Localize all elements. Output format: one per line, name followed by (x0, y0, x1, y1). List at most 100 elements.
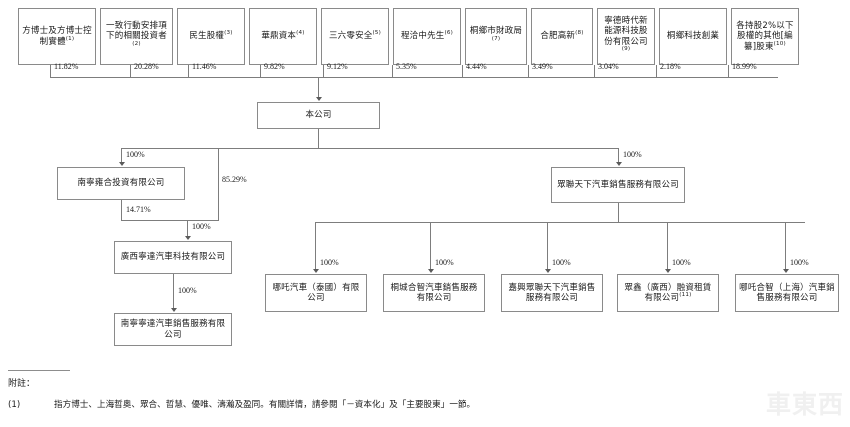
shareholder-label: 一致行動安排項下的相關投資者 (106, 20, 167, 42)
connector-holdco-down (121, 200, 122, 220)
pct-into-target: 100% (192, 222, 211, 231)
shareholder-label: 各持股2%以下股權的其他[編纂]股東 (736, 20, 794, 52)
arrow-rchild-2 (427, 269, 434, 273)
target-label: 廣西寧達汽車科技有限公司 (120, 252, 226, 263)
connector-company-to-holdco (121, 148, 122, 163)
notes-divider (8, 370, 70, 371)
connector-rchild-5 (785, 222, 786, 270)
pct-rchild-3: 100% (552, 258, 571, 267)
pct-holdco-to-target: 14.71% (126, 205, 151, 214)
arrow-rchild-5 (782, 269, 789, 273)
right-parent-box: 眾聯天下汽車銷售服務有限公司 (551, 167, 685, 203)
connector-sh-1 (50, 65, 51, 77)
pct-target-to-sub: 100% (178, 286, 197, 295)
pct-shareholder-10: 2.18% (660, 62, 681, 71)
connector-sh-2 (130, 65, 131, 77)
pct-rchild-1: 100% (320, 258, 339, 267)
connector-sh-3 (188, 65, 189, 77)
shareholder-box-11: 各持股2%以下股權的其他[編纂]股東(10) (731, 8, 799, 65)
shareholder-box-1: 方博士及方博士控制實體(1) (18, 8, 96, 65)
shareholder-box-2: 一致行動安排項下的相關投資者(2) (100, 8, 173, 65)
shareholder-label: 方博士及方博士控制實體 (22, 26, 92, 47)
shareholder-box-8: 合肥高新(8) (531, 8, 593, 65)
pct-shareholder-7: 4.44% (466, 62, 487, 71)
pct-rchild-2: 100% (435, 258, 454, 267)
target-box: 廣西寧達汽車科技有限公司 (114, 241, 232, 274)
pct-shareholder-1: 11.82% (54, 62, 79, 71)
connector-sh-4 (260, 65, 261, 77)
arrow-rchild-4 (664, 269, 671, 273)
shareholder-label: 民生股權 (189, 31, 225, 42)
pct-shareholder-8: 3.49% (532, 62, 553, 71)
connector-rparent-down (618, 203, 619, 222)
footnote-marker: (3) (224, 30, 233, 37)
footnote-marker: (10) (773, 40, 786, 47)
right-child-label: 眾鑫（廣西）融資租賃有限公司 (624, 282, 712, 303)
connector-target-to-sub (173, 274, 174, 309)
right-child-box-1: 哪吒汽車（泰國）有限公司 (265, 274, 367, 312)
connector-sh-7 (462, 65, 463, 77)
company-box: 本公司 (257, 102, 380, 129)
shareholder-label: 三六零安全 (328, 31, 373, 42)
sub-box: 南寧寧達汽車銷售服務有限公司 (114, 313, 232, 346)
pct-shareholder-4: 9.82% (264, 62, 285, 71)
pct-company-to-rparent: 100% (623, 150, 642, 159)
company-label: 本公司 (305, 110, 332, 121)
connector-sh-9 (594, 65, 595, 77)
footnote-marker: (11) (679, 292, 692, 299)
connector-to-target (187, 220, 188, 237)
shareholder-label: 華鼎資本 (261, 31, 297, 42)
connector-sh-10 (656, 65, 657, 77)
footnote-marker: (7) (491, 35, 501, 42)
company-split-bus (121, 148, 618, 149)
arrow-rchild-3 (544, 269, 551, 273)
pct-rchild-4: 100% (672, 258, 691, 267)
sub-label: 南寧寧達汽車銷售服務有限公司 (120, 319, 226, 340)
shareholder-box-9: 寧德時代新能源科技股份有限公司(9) (597, 8, 655, 65)
right-child-box-3: 嘉興眾聯天下汽車銷售服務有限公司 (501, 274, 603, 312)
shareholder-box-3: 民生股權(3) (177, 8, 245, 65)
notes-section: 附註： (1) 指方博士、上海哲奧、眾合、哲慧、優唯、濤瀚及盈同。有關詳情，請參… (8, 370, 808, 412)
connector-bus-to-company (318, 77, 319, 98)
connector-sh-8 (528, 65, 529, 77)
connector-company-to-rparent (618, 148, 619, 163)
pct-shareholder-3: 11.46% (192, 62, 217, 71)
shareholder-bus (50, 77, 778, 78)
arrow-to-company (315, 97, 322, 101)
shareholder-label: 桐鄉市財政局 (469, 26, 523, 37)
holdco-label: 南寧雍合投資有限公司 (77, 178, 165, 189)
pct-rchild-5: 100% (790, 258, 809, 267)
arrow-to-holdco (118, 162, 125, 166)
note-item: (1) 指方博士、上海哲奧、眾合、哲慧、優唯、濤瀚及盈同。有關詳情，請參閱「－資… (8, 400, 808, 412)
note-index: (1) (8, 400, 21, 410)
arrow-to-sub (170, 308, 177, 312)
footnote-marker: (6) (444, 30, 454, 37)
shareholder-box-10: 桐鄉科技創業 (659, 8, 727, 65)
pct-shareholder-5: 9.12% (327, 62, 348, 71)
connector-sh-5 (323, 65, 324, 77)
shareholder-box-7: 桐鄉市財政局(7) (465, 8, 527, 65)
footnote-marker: (1) (65, 35, 75, 42)
connector-company-85-down (218, 148, 219, 220)
footnote-marker: (4) (296, 30, 305, 37)
connector-sh-6 (392, 65, 393, 77)
shareholder-label: 桐鄉科技創業 (666, 31, 720, 42)
shareholder-box-4: 華鼎資本(4) (249, 8, 317, 65)
right-children-bus (315, 222, 805, 223)
right-child-label: 桐城合智汽車銷售服務有限公司 (390, 282, 478, 303)
pct-shareholder-2: 20.28% (134, 62, 159, 71)
right-child-label: 嘉興眾聯天下汽車銷售服務有限公司 (508, 282, 596, 303)
right-child-box-4: 眾鑫（廣西）融資租賃有限公司(11) (617, 274, 719, 312)
right-child-label: 哪吒汽車（泰國）有限公司 (272, 282, 360, 303)
watermark: 車東西 (765, 390, 844, 419)
shareholder-label: 寧德時代新能源科技股份有限公司 (604, 15, 648, 47)
shareholder-box-5: 三六零安全(5) (321, 8, 389, 65)
connector-rchild-3 (547, 222, 548, 270)
right-child-label: 哪吒合智（上海）汽車銷售服務有限公司 (739, 282, 835, 303)
pct-company-to-target: 85.29% (222, 175, 247, 184)
connector-rchild-2 (430, 222, 431, 270)
pct-shareholder-6: 5.35% (396, 62, 417, 71)
shareholder-label: 合肥高新 (540, 31, 576, 42)
arrow-rchild-1 (312, 269, 319, 273)
